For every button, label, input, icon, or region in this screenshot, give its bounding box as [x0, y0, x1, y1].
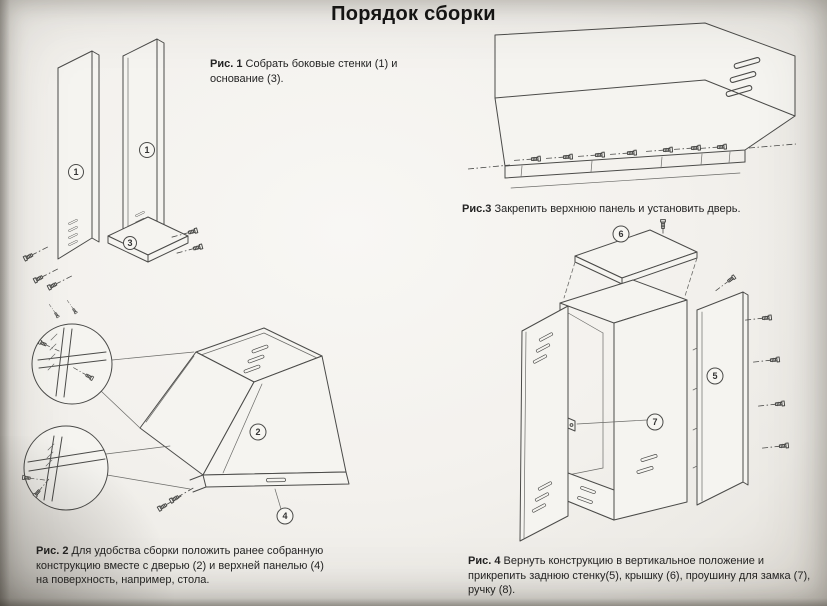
callout-door: 2 [249, 423, 267, 441]
svg-text:1: 1 [73, 167, 78, 177]
page-title: Порядок сборки [331, 3, 496, 25]
fig3-illustration [467, 22, 797, 189]
fig3-caption: Рис.3 Закрепить верхнюю панель и установ… [462, 202, 807, 217]
fig4-door [519, 305, 576, 542]
fig2-detail-circle-bottom [21, 425, 191, 511]
callout-cover: 6 [612, 225, 630, 243]
callout-back-wall: 5 [706, 367, 724, 385]
edge-shadow-bottom [0, 598, 827, 606]
edge-shadow-left [0, 0, 10, 606]
svg-text:5: 5 [712, 371, 717, 381]
svg-text:6: 6 [618, 229, 623, 239]
fig1-caption: Рис. 1 Собрать боковые стенки (1) и осно… [210, 57, 405, 86]
callout-lock-eye: 7 [576, 413, 664, 431]
fig3-label: Рис.3 [462, 203, 492, 215]
fig4-cover-panel [563, 219, 698, 317]
callout-side-wall-b: 1 [139, 142, 155, 158]
fig1-right-side-panel [122, 38, 165, 247]
fig2-rail-screws [156, 485, 196, 512]
fig4-caption-text: Вернуть конструкцию в вертикальное полож… [468, 555, 811, 597]
fig2-loose-screws [47, 300, 78, 319]
fig1-base-panel [107, 216, 189, 263]
svg-text:7: 7 [652, 417, 657, 427]
fig2-illustration: 2 4 [21, 300, 350, 525]
fig2-caption-text: Для удобства сборки положить ранее собра… [36, 545, 324, 587]
fig2-detail-circle-top [31, 323, 195, 429]
fig2-front-rail [202, 471, 350, 488]
fig4-caption: Рис. 4 Вернуть конструкцию в вертикально… [468, 554, 816, 598]
fig4-interior [562, 309, 604, 477]
callout-side-wall-a: 1 [68, 164, 84, 180]
fig4-label: Рис. 4 [468, 555, 501, 567]
fig4-illustration: 6 5 7 [519, 219, 790, 542]
fig3-cabinet-body [494, 22, 796, 189]
fig4-cabinet-body [559, 279, 688, 521]
fig3-rail-holes [520, 151, 731, 178]
fig3-caption-text: Закрепить верхнюю панель и установить дв… [494, 203, 741, 215]
svg-text:2: 2 [255, 427, 260, 437]
callout-top-panel: 4 [274, 488, 294, 525]
fig1-left-side-panel [57, 50, 100, 260]
svg-text:3: 3 [127, 238, 132, 248]
svg-text:1: 1 [144, 145, 149, 155]
callout-base: 3 [123, 236, 137, 250]
fig2-label: Рис. 2 [36, 545, 69, 557]
fig3-rail-screws [467, 143, 797, 170]
fig2-main-assembly [139, 327, 350, 512]
svg-text:4: 4 [282, 511, 287, 521]
fig1-caption-text: Собрать боковые стенки (1) и основание (… [210, 58, 398, 85]
fig4-back-panel [692, 274, 790, 506]
fig4-lock-hasp [567, 417, 576, 432]
fig4-right-face [613, 299, 688, 521]
fig1-illustration: 1 1 3 [22, 38, 204, 291]
fig2-caption: Рис. 2 Для удобства сборки положить ране… [36, 544, 336, 588]
fig1-label: Рис. 1 [210, 58, 243, 70]
